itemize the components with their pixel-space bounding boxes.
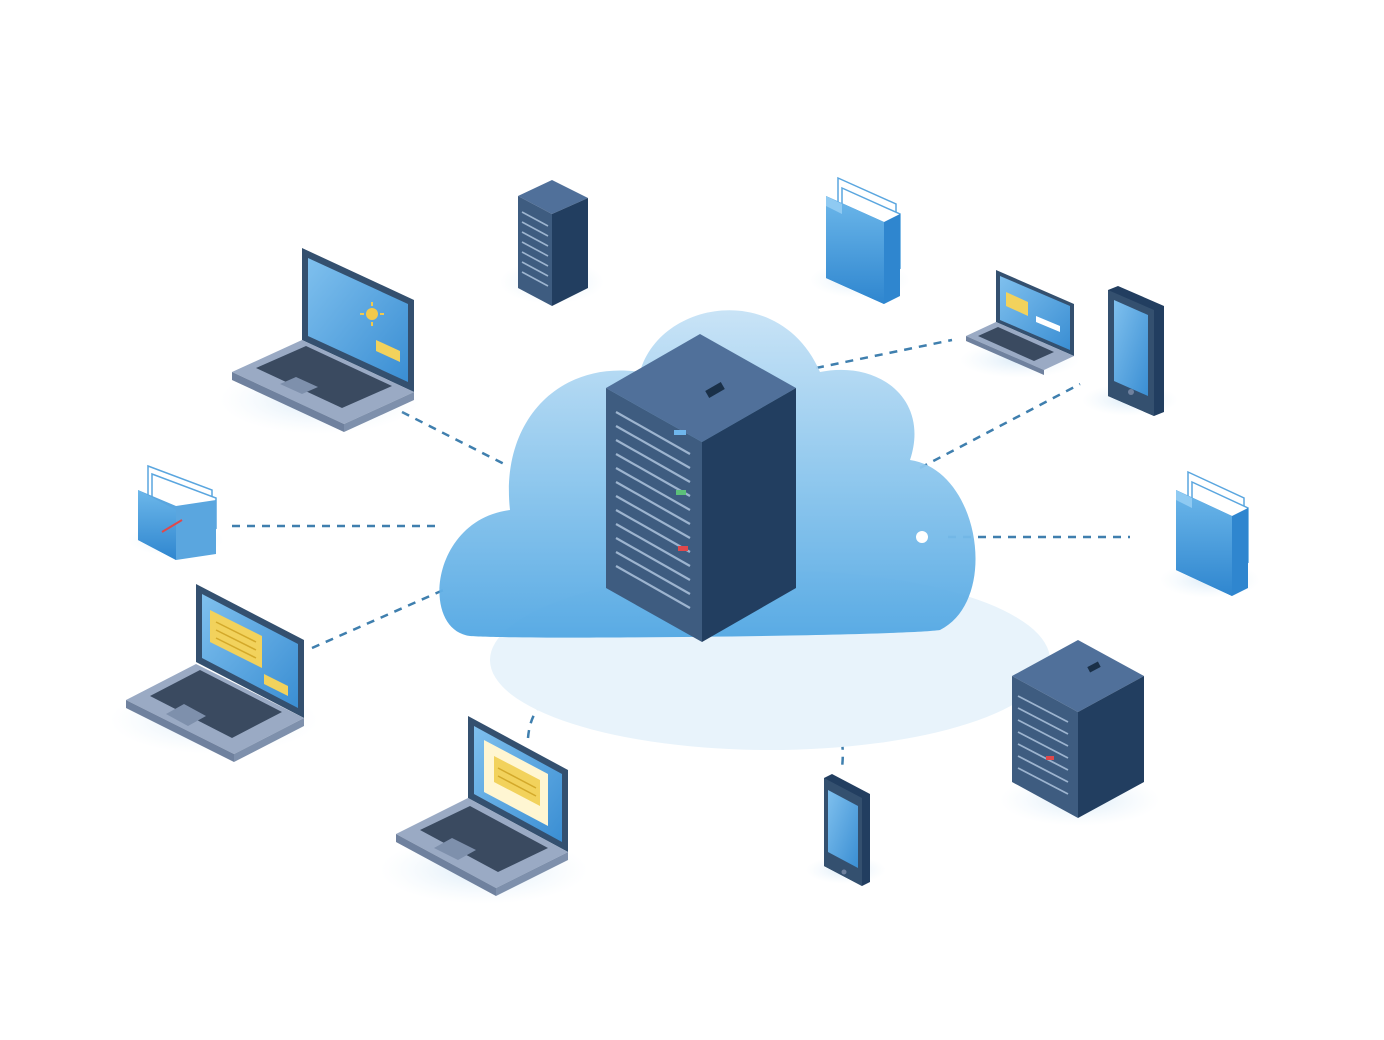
server-top bbox=[500, 180, 604, 306]
status-led-red bbox=[678, 546, 688, 551]
sun-icon bbox=[360, 302, 384, 326]
server-rack-slots bbox=[615, 411, 691, 609]
laptop-top-left bbox=[220, 248, 420, 434]
folder-right bbox=[1160, 470, 1260, 598]
server-bottom-right bbox=[1000, 640, 1160, 826]
link-laptop-left-middle bbox=[311, 586, 449, 650]
connector-dot bbox=[916, 531, 928, 543]
folder-left bbox=[128, 464, 224, 560]
folder-top-right bbox=[810, 176, 910, 304]
link-tablet-right bbox=[919, 382, 1081, 470]
document-note bbox=[210, 610, 262, 668]
laptop-bottom-center bbox=[380, 716, 588, 904]
laptop-right-small bbox=[960, 270, 1080, 378]
link-laptop-right-small bbox=[815, 338, 953, 370]
tablet-right bbox=[1082, 286, 1178, 416]
central-server bbox=[606, 334, 796, 642]
touchpad bbox=[280, 377, 318, 394]
keyboard bbox=[256, 346, 392, 408]
laptop-left-middle bbox=[110, 584, 318, 762]
phone-bottom bbox=[806, 774, 886, 886]
mail-marker bbox=[161, 519, 183, 533]
notification-note bbox=[376, 340, 400, 362]
status-led-blue bbox=[674, 430, 686, 435]
status-led-green bbox=[676, 490, 686, 495]
link-laptop-top-left bbox=[401, 410, 509, 468]
